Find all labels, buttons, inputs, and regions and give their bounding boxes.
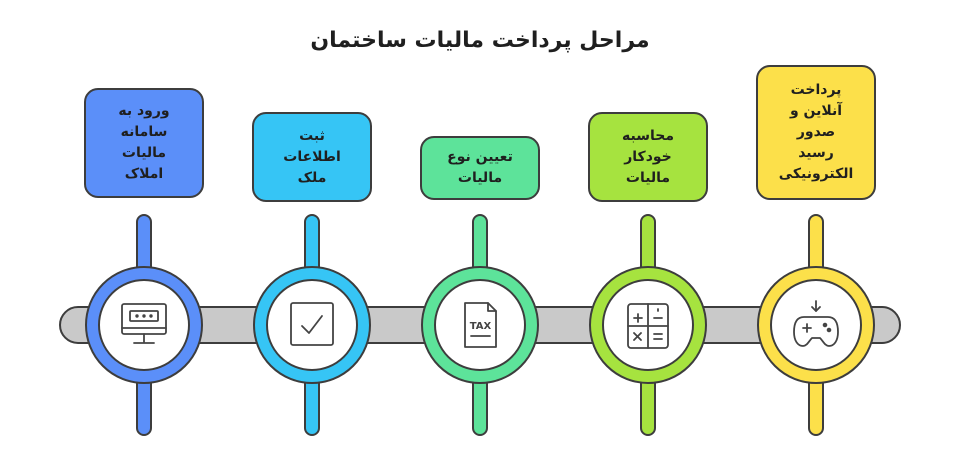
step-2-circle: [253, 266, 371, 384]
calculator-icon: [627, 303, 669, 349]
checkbox-icon: [290, 302, 334, 346]
step-5-box: پرداخت آنلاین و صدور رسید الکترونیکی: [756, 65, 876, 200]
tax-icon-label: TAX: [470, 321, 492, 332]
diagram-title: مراحل پرداخت مالیات ساختمان: [310, 28, 650, 53]
gamepad-icon: [793, 300, 839, 347]
step-4-box: محاسبه خودکار مالیات: [588, 112, 708, 202]
tax-document-icon: [464, 302, 497, 348]
computer-monitor-icon: [121, 303, 167, 344]
step-2-box: ثبت اطلاعات ملک: [252, 112, 372, 202]
step-1-circle: [85, 266, 203, 384]
step-5-circle: [757, 266, 875, 384]
step-1-box: ورود به سامانه مالیات املاک: [84, 88, 204, 198]
step-3-box: تعیین نوع مالیات: [420, 136, 540, 200]
step-3-circle: [421, 266, 539, 384]
